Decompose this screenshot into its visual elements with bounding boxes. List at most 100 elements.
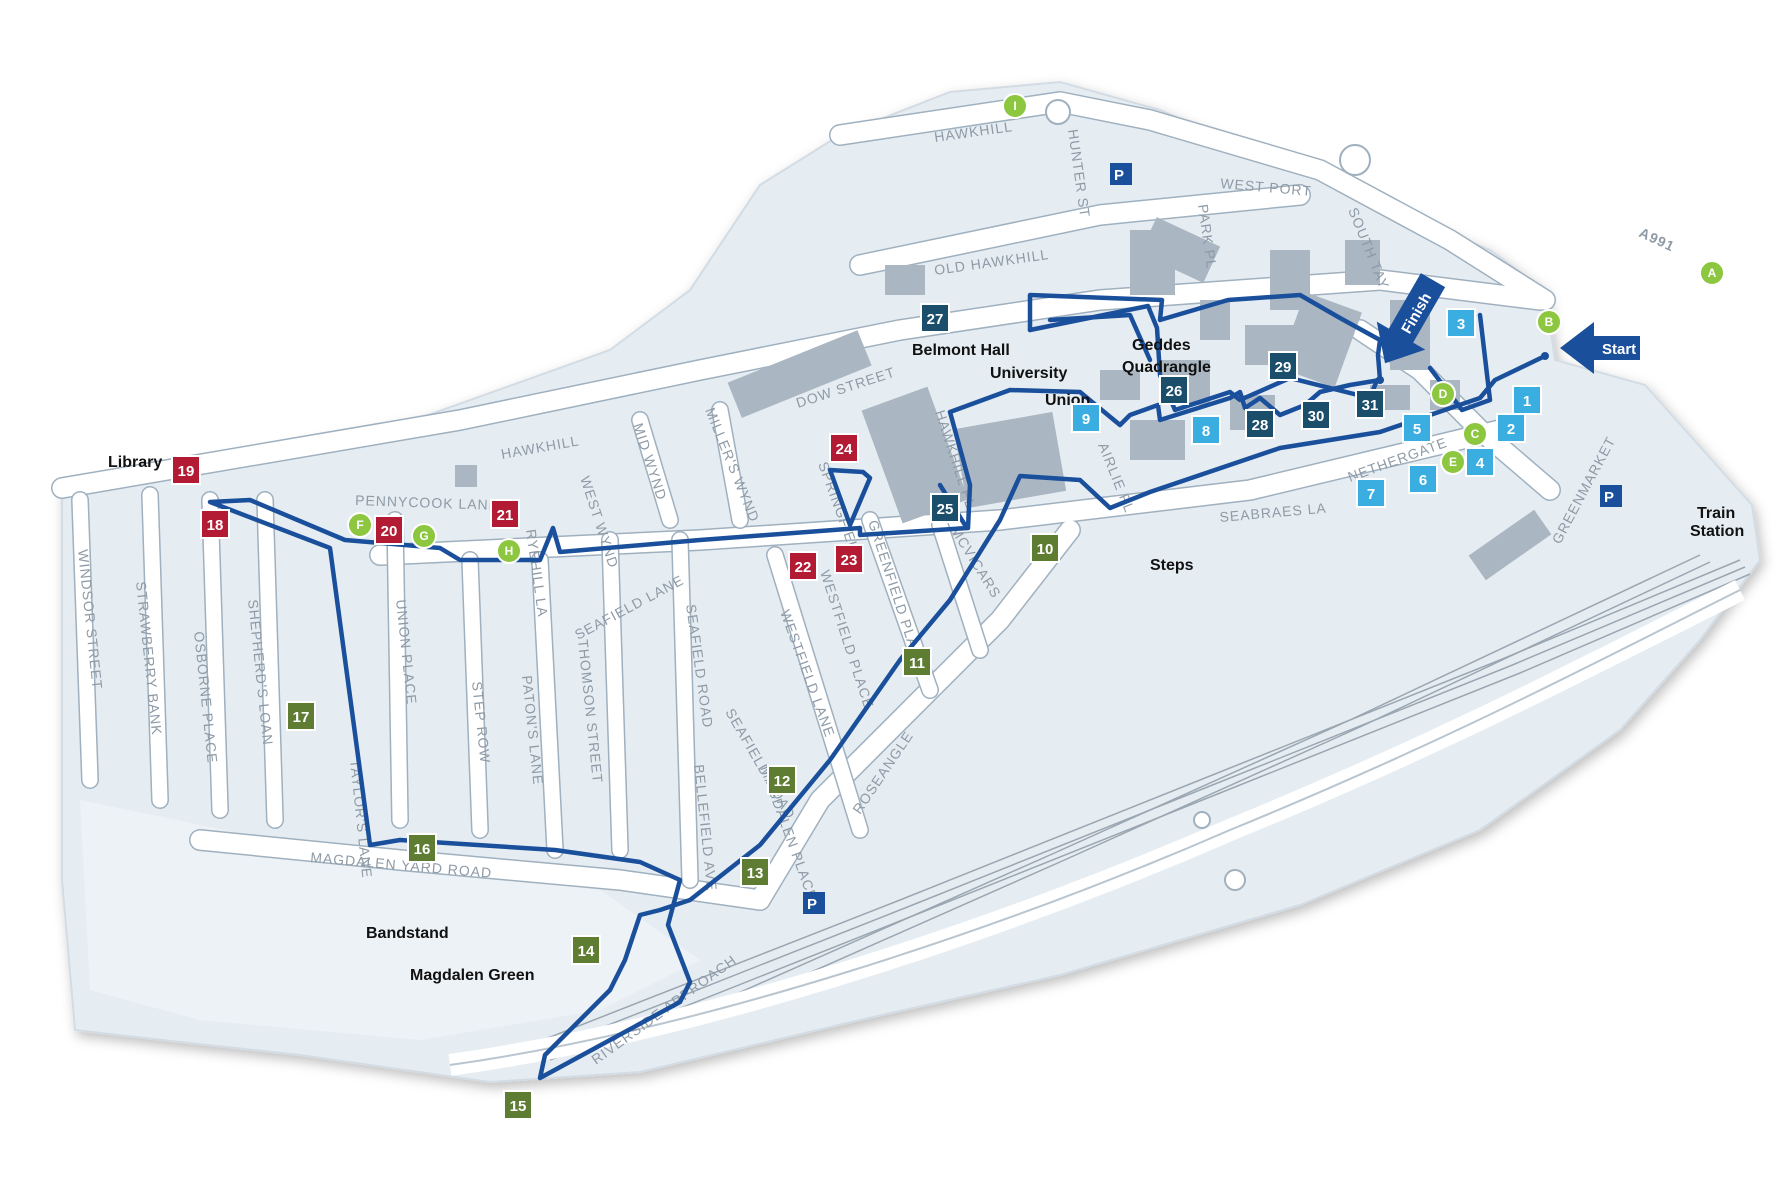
parking-symbols: P P P [803, 163, 1622, 914]
marker-number: 10 [1037, 541, 1054, 558]
circle-letter: H [505, 544, 514, 558]
circle-letter: B [1545, 315, 1554, 329]
marker-18: 18 [200, 509, 230, 539]
marker-3: 3 [1446, 308, 1476, 338]
marker-square [1159, 375, 1189, 405]
circle-B: B [1536, 309, 1562, 335]
marker-square [740, 857, 770, 887]
place-label: Steps [1150, 557, 1194, 574]
roundabouts [1045, 99, 1371, 891]
marker-square [902, 647, 932, 677]
marker-square [490, 499, 520, 529]
circle-letter: A [1708, 266, 1717, 280]
street-label: PENNYCOOK LANE [355, 492, 499, 513]
marker-number: 3 [1457, 316, 1465, 333]
marker-square [1408, 464, 1438, 494]
start-label: Start [1602, 341, 1636, 358]
marker-square [571, 935, 601, 965]
marker-square [1465, 447, 1495, 477]
marker-8: 8 [1191, 415, 1221, 445]
marker-number: 11 [909, 655, 925, 672]
marker-number: 26 [1166, 383, 1183, 400]
marker-number: 17 [293, 709, 310, 726]
circle-badge [1536, 309, 1562, 335]
route-dot [1541, 352, 1549, 360]
marker-square [407, 833, 437, 863]
circle-letter: D [1439, 387, 1448, 401]
marker-15: 15 [503, 1090, 533, 1120]
marker-number: 14 [578, 943, 595, 960]
marker-number: 9 [1082, 411, 1090, 428]
marker-square [374, 515, 404, 545]
marker-17: 17 [286, 701, 316, 731]
marker-square [1030, 533, 1060, 563]
circle-letter: E [1449, 455, 1457, 469]
place-label: Station [1690, 523, 1744, 540]
marker-square [1355, 389, 1385, 419]
circle-E: E [1440, 449, 1466, 475]
marker-number: 24 [836, 441, 853, 458]
marker-square [788, 551, 818, 581]
marker-square [171, 455, 201, 485]
circle-I: I [1002, 93, 1028, 119]
street-label: A991 [1637, 224, 1678, 254]
marker-5: 5 [1402, 413, 1432, 443]
circle-letter: C [1471, 427, 1480, 441]
marker-number: 27 [927, 311, 944, 328]
marker-number: 20 [381, 523, 398, 540]
marker-square [1512, 385, 1542, 415]
marker-square [767, 765, 797, 795]
marker-number: 1 [1523, 393, 1531, 410]
parking-icon: P [803, 892, 825, 914]
walking-route [207, 292, 1548, 1081]
marker-13: 13 [740, 857, 770, 887]
magdalen-green-park [80, 800, 700, 1040]
marker-square [503, 1090, 533, 1120]
place-label: Belmont Hall [912, 342, 1010, 359]
circle-badge [347, 512, 373, 538]
marker-11: 11 [902, 647, 932, 677]
place-label: Quadrangle [1122, 359, 1211, 376]
marker-square [1245, 409, 1275, 439]
street-label: WEST PORT [1220, 175, 1313, 199]
place-label: Magdalen Green [410, 967, 534, 984]
marker-31: 31 [1355, 389, 1385, 419]
place-label: Train [1697, 505, 1735, 522]
circle-F: F [347, 512, 373, 538]
marker-number: 25 [937, 501, 954, 518]
circle-badge [411, 523, 437, 549]
marker-21: 21 [490, 499, 520, 529]
parking-label: P [1114, 167, 1124, 184]
marker-number: 7 [1367, 486, 1375, 503]
marker-22: 22 [788, 551, 818, 581]
marker-square [1191, 415, 1221, 445]
start-arrow: Start [1560, 322, 1640, 374]
marker-19: 19 [171, 455, 201, 485]
marker-number: 8 [1202, 423, 1210, 440]
riverside-road-edge [449, 589, 1741, 1066]
marker-29: 29 [1268, 351, 1298, 381]
marker-number: 29 [1275, 359, 1292, 376]
circle-letter: F [356, 518, 363, 532]
marker-26: 26 [1159, 375, 1189, 405]
place-labels: Library Belmont Hall University Union Ge… [108, 337, 1744, 984]
parking-icon: P [1600, 485, 1622, 507]
marker-number: 16 [414, 841, 431, 858]
route-dot [1376, 376, 1384, 384]
circle-D: D [1430, 381, 1456, 407]
marker-28: 28 [1245, 409, 1275, 439]
marker-27: 27 [920, 303, 950, 333]
marker-4: 4 [1465, 447, 1495, 477]
marker-square [286, 701, 316, 731]
marker-2: 2 [1496, 413, 1526, 443]
marker-number: 22 [795, 559, 812, 576]
marker-number: 2 [1507, 421, 1515, 438]
marker-7: 7 [1356, 478, 1386, 508]
marker-number: 31 [1362, 397, 1379, 414]
marker-number: 19 [178, 463, 195, 480]
marker-square [1496, 413, 1526, 443]
marker-square [920, 303, 950, 333]
marker-23: 23 [834, 544, 864, 574]
circle-C: C [1462, 421, 1488, 447]
